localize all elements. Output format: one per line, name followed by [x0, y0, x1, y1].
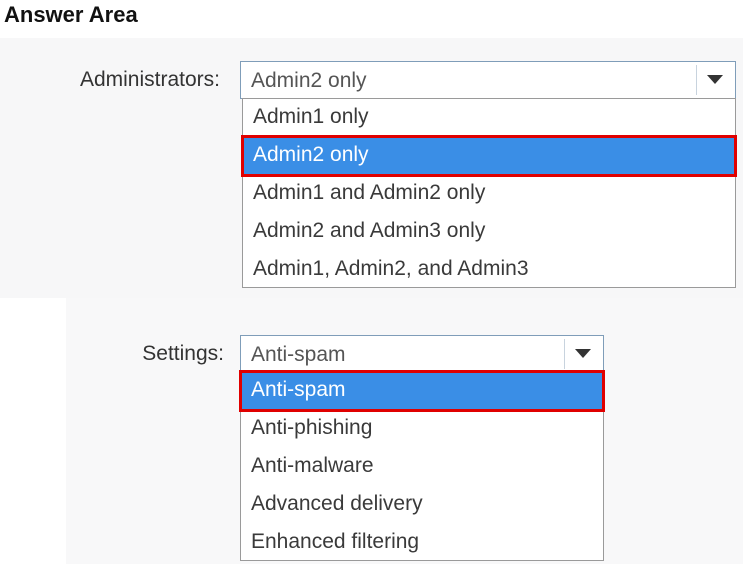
administrators-dropdown-button[interactable] [696, 65, 732, 95]
settings-options-list: Anti-spam Anti-phishing Anti-malware Adv… [239, 370, 605, 561]
administrators-option[interactable]: Admin1 only [253, 105, 369, 128]
settings-option[interactable]: Anti-malware [251, 454, 374, 477]
administrators-options-list: Admin1 only Admin2 only Admin1 and Admin… [241, 98, 737, 288]
settings-label: Settings: [142, 342, 224, 365]
settings-selected-value: Anti-spam [251, 343, 346, 366]
administrators-option[interactable]: Admin1 and Admin2 only [253, 181, 486, 204]
administrators-label: Administrators: [79, 68, 220, 91]
administrators-option[interactable]: Admin1, Admin2, and Admin3 [253, 257, 529, 280]
chevron-down-icon [575, 349, 591, 358]
settings-option[interactable]: Advanced delivery [251, 492, 423, 515]
administrators-option-selected[interactable]: Admin2 only [241, 135, 737, 177]
settings-option-selected[interactable]: Anti-spam [239, 370, 605, 412]
settings-dropdown-button[interactable] [564, 339, 600, 369]
settings-option[interactable]: Anti-phishing [251, 416, 373, 439]
administrators-selected-value: Admin2 only [251, 69, 367, 92]
administrators-select[interactable]: Admin2 only [240, 61, 736, 99]
settings-select[interactable]: Anti-spam [240, 335, 604, 373]
chevron-down-icon [707, 75, 723, 84]
settings-option[interactable]: Enhanced filtering [251, 530, 420, 553]
administrators-option[interactable]: Admin2 and Admin3 only [253, 219, 486, 242]
page-title: Answer Area [4, 2, 138, 27]
